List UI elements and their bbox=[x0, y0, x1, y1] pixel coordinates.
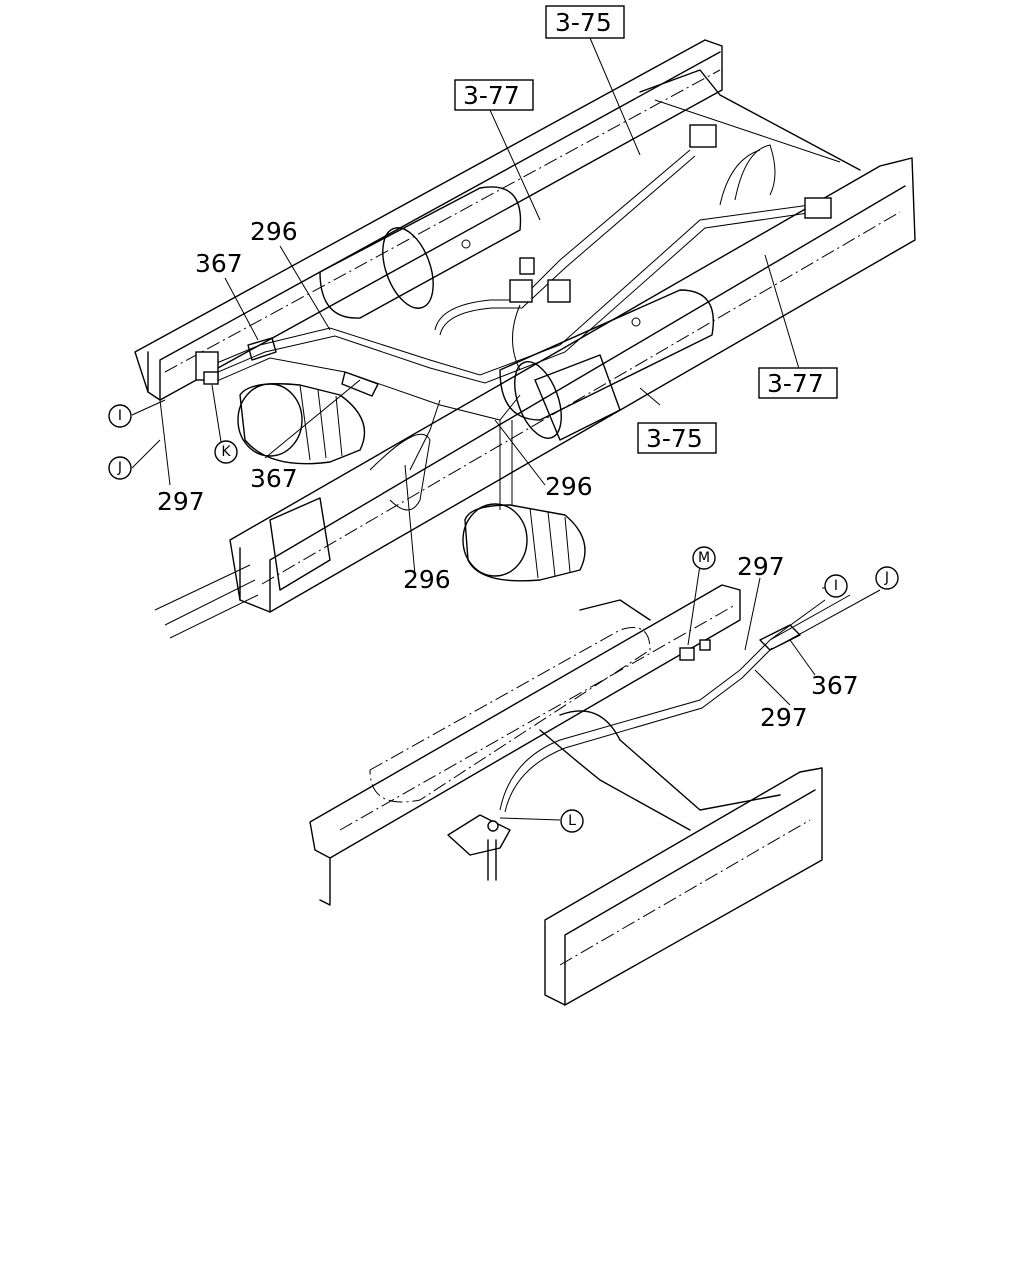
ref-box-3-77-top bbox=[454, 79, 534, 111]
marker-i-right: I bbox=[824, 574, 848, 598]
ref-3-77-top: 3-77 bbox=[463, 81, 520, 110]
part-297-a: 297 bbox=[157, 487, 205, 516]
part-367-b: 367 bbox=[250, 464, 298, 493]
ref-3-75-right: 3-75 bbox=[646, 424, 703, 453]
svg-text:J: J bbox=[884, 570, 889, 586]
part-367-a: 367 bbox=[195, 249, 243, 278]
marker-j-right: J bbox=[875, 566, 899, 590]
ref-3-77-right: 3-77 bbox=[767, 369, 824, 398]
brake-chambers bbox=[237, 383, 586, 582]
ref-box-3-77-right bbox=[758, 367, 838, 399]
air-tanks bbox=[319, 186, 714, 439]
lower-brake-pipes bbox=[499, 589, 881, 813]
marker-m: M bbox=[692, 546, 716, 570]
svg-text:K: K bbox=[221, 444, 231, 460]
svg-text:I: I bbox=[118, 408, 122, 424]
svg-text:L: L bbox=[568, 813, 576, 829]
ref-box-3-75-right bbox=[637, 422, 717, 454]
leader-lines bbox=[131, 37, 838, 821]
svg-text:I: I bbox=[834, 578, 838, 594]
svg-text:J: J bbox=[117, 460, 122, 476]
part-296-a: 296 bbox=[250, 217, 298, 246]
lower-chassis-frame bbox=[309, 584, 823, 1006]
part-367-c: 367 bbox=[811, 671, 859, 700]
upper-chassis-frame bbox=[134, 39, 916, 613]
marker-l: L bbox=[560, 809, 584, 833]
ref-3-75-top: 3-75 bbox=[555, 8, 612, 37]
brake-pipes bbox=[154, 124, 832, 639]
part-296-b: 296 bbox=[545, 472, 593, 501]
part-297-c: 297 bbox=[760, 703, 808, 732]
part-296-c: 296 bbox=[403, 565, 451, 594]
ref-box-3-75-top bbox=[545, 5, 625, 39]
marker-i-left: I bbox=[108, 404, 132, 428]
svg-text:M: M bbox=[698, 550, 710, 566]
part-297-b: 297 bbox=[737, 552, 785, 581]
callout-labels: 3-75 3-77 3-77 3-75 296 367 367 297 296 … bbox=[157, 5, 859, 732]
marker-k: K bbox=[214, 440, 238, 464]
marker-j-left: J bbox=[108, 456, 132, 480]
circled-markers: I J K M I J L bbox=[108, 404, 899, 833]
